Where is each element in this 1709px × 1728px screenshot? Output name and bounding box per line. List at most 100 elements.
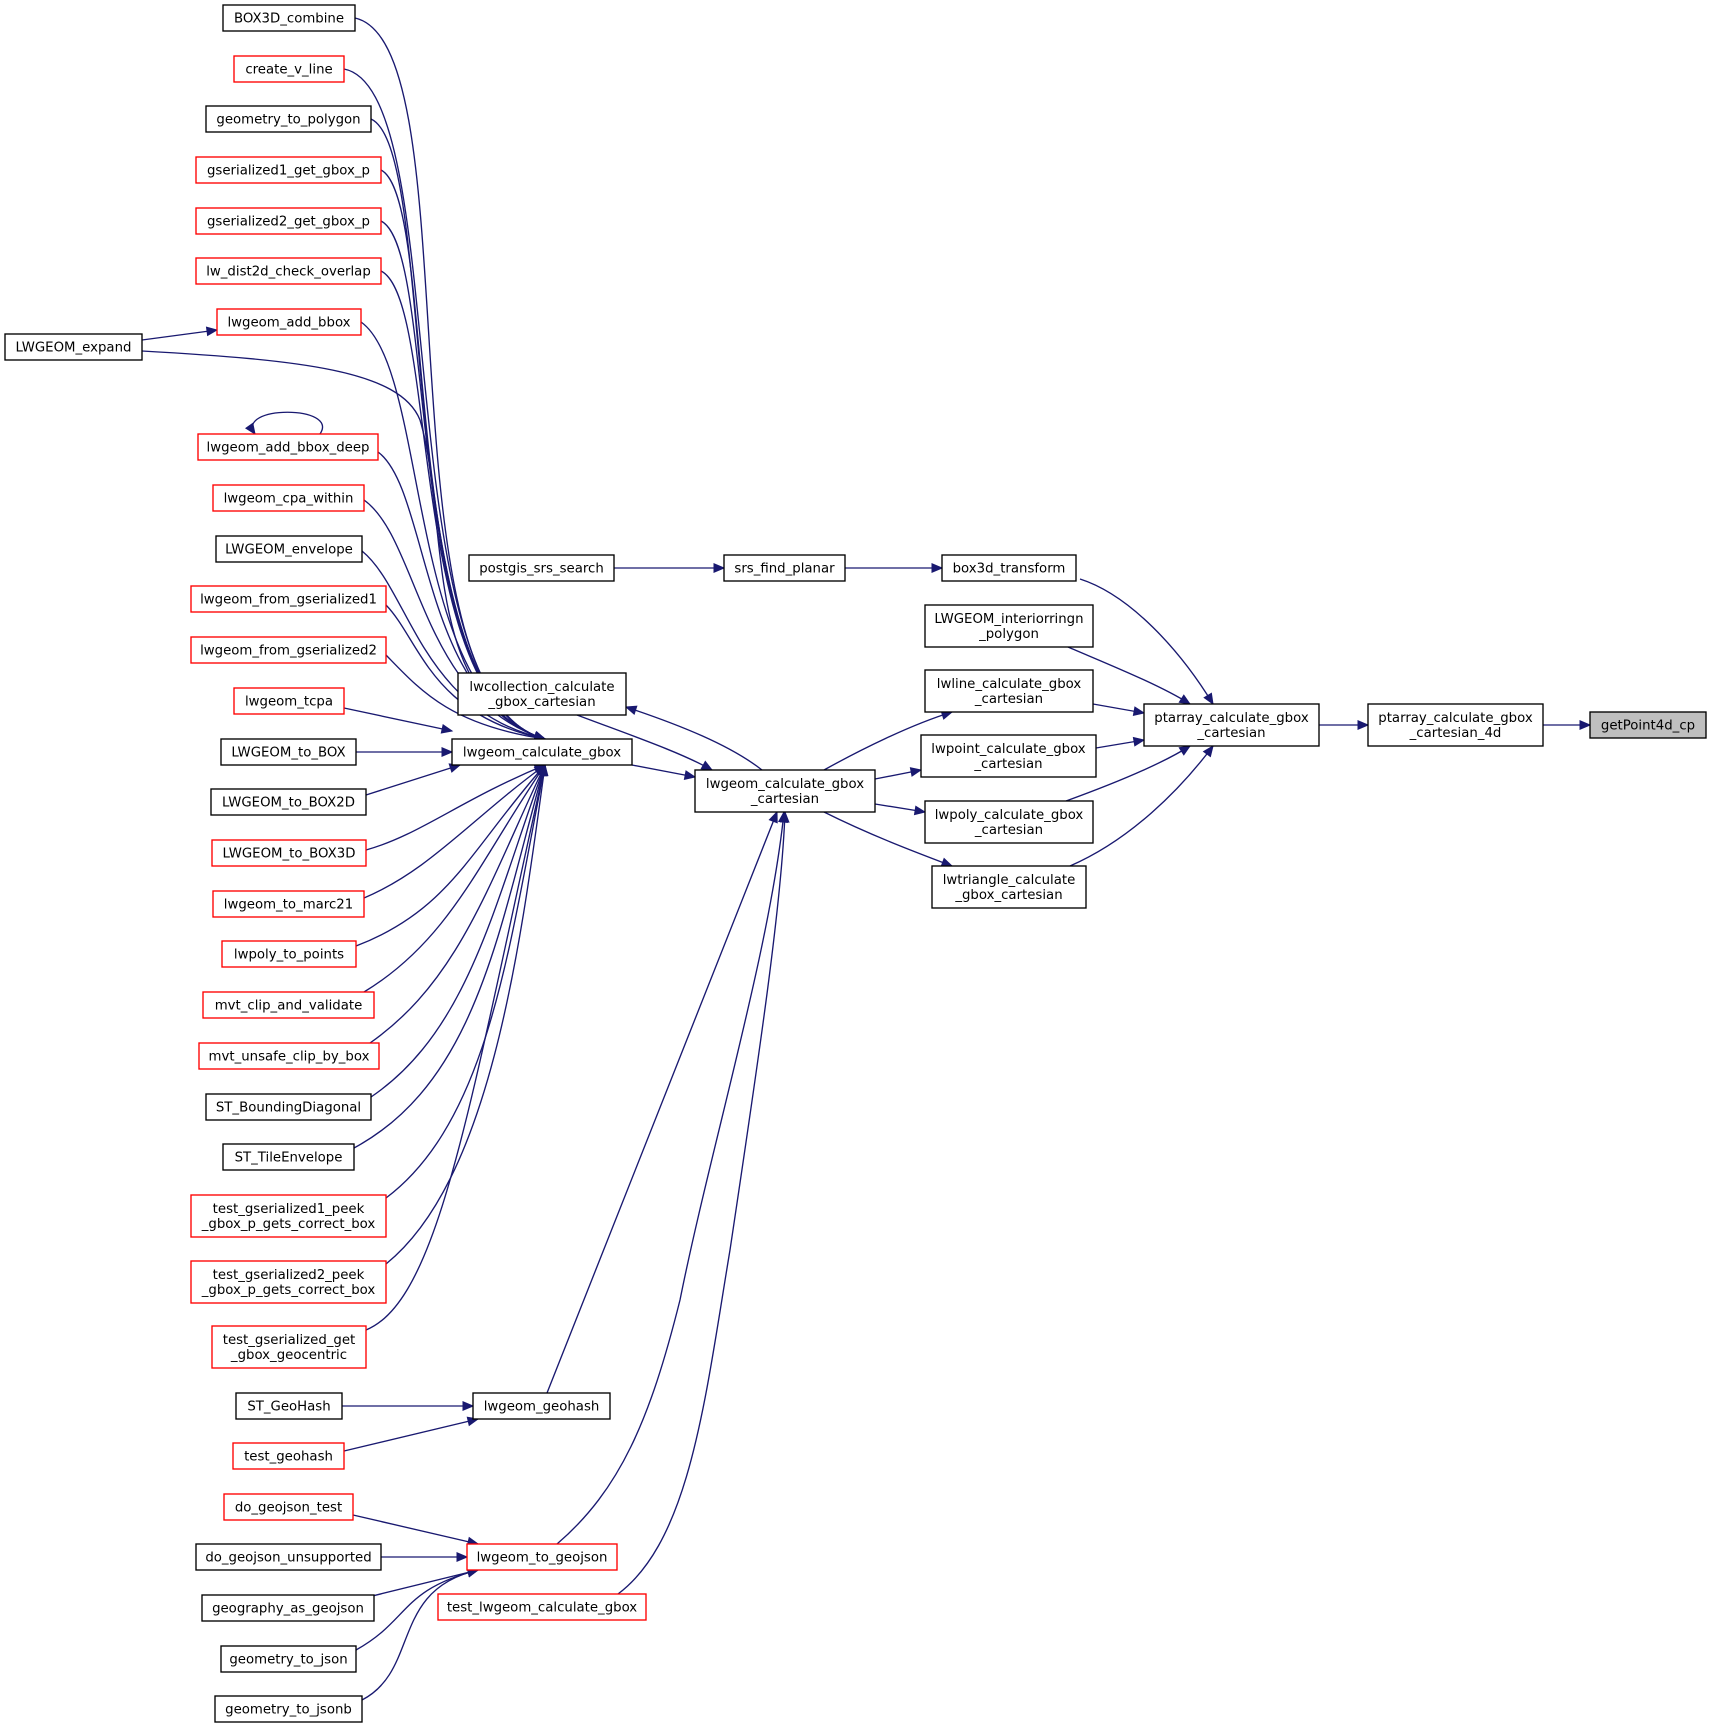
edge-line xyxy=(556,811,785,1545)
node-label: lw_dist2d_check_overlap xyxy=(206,265,371,280)
node-label: _gbox_geocentric xyxy=(230,1348,347,1363)
node-lwgeom_add_bbox[interactable]: lwgeom_add_bbox xyxy=(216,308,362,336)
node-label: test_gserialized2_peek xyxy=(213,1268,365,1283)
node-label: _cartesian xyxy=(973,757,1042,772)
node-lwpoly_calculate_gbox_cartesian[interactable]: lwpoly_calculate_gbox_cartesian xyxy=(924,800,1094,844)
node-label: LWGEOM_to_BOX3D xyxy=(223,847,356,862)
node-lw_dist2d_check_overlap[interactable]: lw_dist2d_check_overlap xyxy=(195,257,382,285)
node-gserialized1_get_gbox_p[interactable]: gserialized1_get_gbox_p xyxy=(195,156,382,184)
edge-line xyxy=(546,811,778,1394)
edge-lwtriangle_calculate_gbox_cartesian-to-ptarray_calculate_gbox_cartesian xyxy=(1069,744,1214,867)
node-LWGEOM_expand[interactable]: LWGEOM_expand xyxy=(4,333,143,361)
node-box xyxy=(223,1493,354,1521)
node-test_geohash[interactable]: test_geohash xyxy=(232,1442,345,1470)
edge-BOX3D_combine-to-lwgeom_calculate_gbox xyxy=(354,17,547,742)
node-lwgeom_calculate_gbox[interactable]: lwgeom_calculate_gbox xyxy=(451,738,633,766)
node-box xyxy=(215,535,363,563)
node-test_gserialized_get_gbox_geocentric[interactable]: test_gserialized_get_gbox_geocentric xyxy=(211,1325,367,1369)
node-geometry_to_polygon[interactable]: geometry_to_polygon xyxy=(205,105,372,133)
node-label: _gbox_p_gets_correct_box xyxy=(201,1217,376,1232)
node-ST_GeoHash[interactable]: ST_GeoHash xyxy=(235,1392,343,1420)
node-do_geojson_unsupported[interactable]: do_geojson_unsupported xyxy=(195,1543,382,1571)
arrowhead xyxy=(440,723,454,734)
node-label: lwcollection_calculate xyxy=(469,680,614,695)
arrowhead xyxy=(1132,706,1146,717)
node-lwline_calculate_gbox_cartesian[interactable]: lwline_calculate_gbox_cartesian xyxy=(924,669,1094,713)
edge-lwline_calculate_gbox_cartesian-to-ptarray_calculate_gbox_cartesian xyxy=(1092,703,1146,717)
node-ptarray_calculate_gbox_cartesian[interactable]: ptarray_calculate_gbox_cartesian xyxy=(1143,703,1320,747)
node-lwtriangle_calculate_gbox_cartesian[interactable]: lwtriangle_calculate_gbox_cartesian xyxy=(931,865,1087,909)
node-lwpoly_to_points[interactable]: lwpoly_to_points xyxy=(221,940,357,968)
edge-line xyxy=(343,1418,479,1452)
node-test_lwgeom_calculate_gbox[interactable]: test_lwgeom_calculate_gbox xyxy=(437,1593,647,1621)
node-srs_find_planar[interactable]: srs_find_planar xyxy=(723,554,846,582)
node-box xyxy=(1143,703,1320,747)
node-label: _cartesian xyxy=(1196,726,1265,741)
node-label: _gbox_cartesian xyxy=(487,695,595,710)
node-mvt_unsafe_clip_by_box[interactable]: mvt_unsafe_clip_by_box xyxy=(198,1042,380,1070)
node-gserialized2_get_gbox_p[interactable]: gserialized2_get_gbox_p xyxy=(195,207,382,235)
edge-line xyxy=(352,1514,479,1545)
node-lwgeom_from_gserialized2[interactable]: lwgeom_from_gserialized2 xyxy=(190,636,387,664)
node-label: lwgeom_calculate_gbox xyxy=(706,777,864,792)
node-lwgeom_from_gserialized1[interactable]: lwgeom_from_gserialized1 xyxy=(190,585,387,613)
node-box xyxy=(1367,703,1544,747)
node-box xyxy=(216,308,362,336)
node-BOX3D_combine[interactable]: BOX3D_combine xyxy=(222,4,356,32)
node-ST_TileEnvelope[interactable]: ST_TileEnvelope xyxy=(222,1143,355,1171)
node-box xyxy=(220,738,357,766)
node-lwgeom_to_geojson[interactable]: lwgeom_to_geojson xyxy=(466,1543,618,1571)
node-label: BOX3D_combine xyxy=(234,12,344,27)
edge-line xyxy=(361,550,546,740)
node-LWGEOM_to_BOX2D[interactable]: LWGEOM_to_BOX2D xyxy=(210,788,367,816)
node-lwgeom_geohash[interactable]: lwgeom_geohash xyxy=(472,1392,611,1420)
node-LWGEOM_envelope[interactable]: LWGEOM_envelope xyxy=(215,535,363,563)
node-test_gserialized2_peek_gbox_p_gets_correct_box[interactable]: test_gserialized2_peek_gbox_p_gets_corre… xyxy=(190,1260,387,1304)
edge-test_gserialized2_peek_gbox_p_gets_correct_box-to-lwgeom_calculate_gbox xyxy=(385,763,549,1265)
node-LWGEOM_to_BOX[interactable]: LWGEOM_to_BOX xyxy=(220,738,357,766)
node-box xyxy=(4,333,143,361)
node-lwpoint_calculate_gbox_cartesian[interactable]: lwpoint_calculate_gbox_cartesian xyxy=(920,734,1097,778)
arrowhead xyxy=(456,1552,469,1562)
node-label: geometry_to_json xyxy=(229,1653,347,1668)
node-lwgeom_cpa_within[interactable]: lwgeom_cpa_within xyxy=(212,484,365,512)
node-getPoint4d_cp[interactable]: getPoint4d_cp xyxy=(1589,711,1707,739)
edge-line xyxy=(343,707,453,732)
node-lwgeom_tcpa[interactable]: lwgeom_tcpa xyxy=(233,687,345,715)
node-lwgeom_add_bbox_deep[interactable]: lwgeom_add_bbox_deep xyxy=(197,433,379,461)
node-ST_BoundingDiagonal[interactable]: ST_BoundingDiagonal xyxy=(205,1093,372,1121)
node-geography_as_geojson[interactable]: geography_as_geojson xyxy=(201,1594,375,1622)
node-LWGEOM_interiorringn_polygon[interactable]: LWGEOM_interiorringn_polygon xyxy=(924,604,1094,648)
node-label: lwgeom_add_bbox_deep xyxy=(207,441,370,456)
node-box xyxy=(924,604,1094,648)
node-label: ptarray_calculate_gbox xyxy=(1154,711,1309,726)
arrowhead xyxy=(624,705,638,715)
node-mvt_clip_and_validate[interactable]: mvt_clip_and_validate xyxy=(202,991,375,1019)
node-box xyxy=(190,636,387,664)
node-label: geometry_to_polygon xyxy=(216,113,360,128)
edge-lwgeom_add_bbox_deep-to-lwgeom_add_bbox_deep xyxy=(244,411,324,436)
node-lwgeom_to_marc21[interactable]: lwgeom_to_marc21 xyxy=(212,890,365,918)
node-box xyxy=(212,484,365,512)
node-box xyxy=(198,1042,380,1070)
node-create_v_line[interactable]: create_v_line xyxy=(233,55,345,83)
node-box xyxy=(222,1143,355,1171)
node-lwgeom_calculate_gbox_cartesian[interactable]: lwgeom_calculate_gbox_cartesian xyxy=(694,769,876,813)
node-postgis_srs_search[interactable]: postgis_srs_search xyxy=(468,554,615,582)
node-do_geojson_test[interactable]: do_geojson_test xyxy=(223,1493,354,1521)
node-box3d_transform[interactable]: box3d_transform xyxy=(941,554,1077,582)
node-test_gserialized1_peek_gbox_p_gets_correct_box[interactable]: test_gserialized1_peek_gbox_p_gets_corre… xyxy=(190,1194,387,1238)
arrowhead xyxy=(441,747,454,757)
node-label: ST_TileEnvelope xyxy=(235,1151,343,1166)
node-LWGEOM_to_BOX3D[interactable]: LWGEOM_to_BOX3D xyxy=(211,839,367,867)
arrowhead xyxy=(537,763,548,777)
node-geometry_to_json[interactable]: geometry_to_json xyxy=(220,1645,357,1673)
node-ptarray_calculate_gbox_cartesian_4d[interactable]: ptarray_calculate_gbox_cartesian_4d xyxy=(1367,703,1544,747)
node-geometry_to_jsonb[interactable]: geometry_to_jsonb xyxy=(214,1695,363,1723)
node-lwcollection_calculate_gbox_cartesian[interactable]: lwcollection_calculate_gbox_cartesian xyxy=(457,672,627,716)
node-label: _cartesian xyxy=(974,692,1043,707)
node-label: lwpoly_calculate_gbox xyxy=(935,808,1084,823)
node-box xyxy=(195,156,382,184)
edge-line xyxy=(385,764,546,1199)
